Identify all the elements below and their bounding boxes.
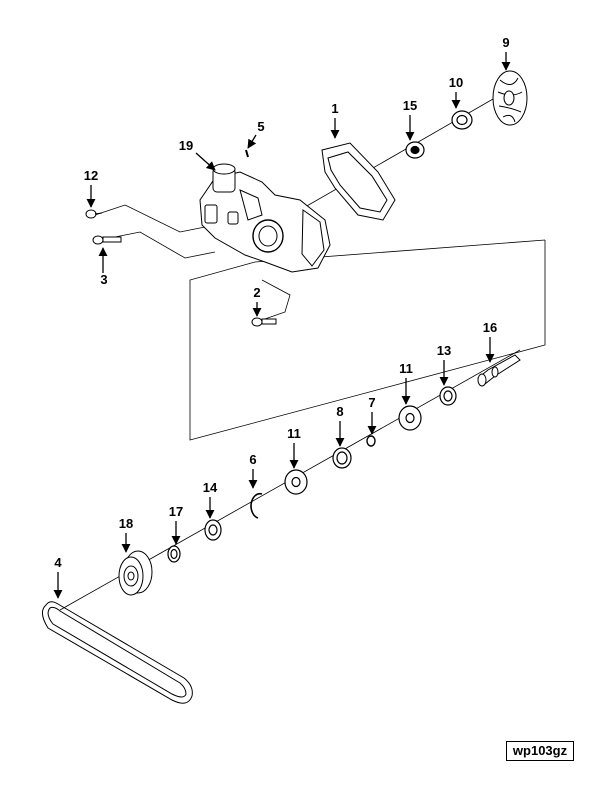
bearing-15-part <box>405 141 425 159</box>
callout-4: 4 <box>54 555 62 570</box>
callout-16: 16 <box>483 320 497 335</box>
bearing-14-part <box>204 519 222 541</box>
callout-15: 15 <box>403 98 417 113</box>
callout-13: 13 <box>437 343 451 358</box>
pulley-part <box>118 550 153 596</box>
callout-9: 9 <box>502 35 509 50</box>
callout-18: 18 <box>119 516 133 531</box>
callout-8: 8 <box>336 404 343 419</box>
callout-11-lower: 11 <box>287 426 301 441</box>
callout-arrows <box>53 52 511 599</box>
ring-17-part <box>167 545 181 563</box>
callout-numbers: 1 2 3 4 5 6 7 8 9 10 11 11 12 13 14 15 1… <box>54 35 509 570</box>
callout-12: 12 <box>84 168 98 183</box>
figure-id-label: wp103gz <box>506 741 574 761</box>
snap-ring-7-part <box>366 435 376 447</box>
callout-19: 19 <box>179 138 193 153</box>
seal-8-part <box>332 447 352 469</box>
pump-housing-part <box>199 163 331 273</box>
callout-1: 1 <box>331 101 338 116</box>
callout-5: 5 <box>257 119 264 134</box>
bolt-12-part <box>85 209 103 219</box>
callout-10: 10 <box>449 75 463 90</box>
callout-11-upper: 11 <box>399 361 413 376</box>
callout-7: 7 <box>368 395 375 410</box>
bearing-13-part <box>439 386 457 406</box>
spacer-11-lower-part <box>284 469 308 495</box>
shaft-part <box>477 354 521 387</box>
gasket-part <box>321 142 396 221</box>
pin-part <box>245 149 249 158</box>
drive-belt-part <box>42 601 193 704</box>
callout-6: 6 <box>249 452 256 467</box>
snap-ring-6-part <box>250 492 263 519</box>
seal-10-part <box>451 110 473 130</box>
callout-3: 3 <box>100 272 107 287</box>
center-lines <box>59 94 546 611</box>
callout-14: 14 <box>203 480 218 495</box>
bolt-2-part <box>251 317 277 327</box>
spacer-11-upper-part <box>398 405 422 431</box>
impeller-part <box>492 70 528 126</box>
bolt-3-part <box>92 235 122 245</box>
callout-2: 2 <box>253 285 260 300</box>
callout-17: 17 <box>169 504 183 519</box>
